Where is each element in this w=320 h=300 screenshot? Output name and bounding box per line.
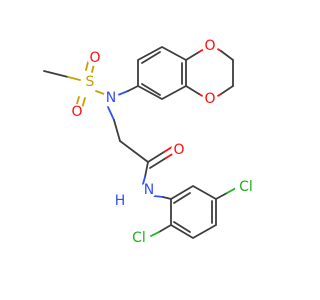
sulfur-label: S [86,74,95,90]
bond-amide-nitrogen-aryl [153,195,164,198]
chlorine-right-label: Cl [239,179,253,195]
amide-hydrogen-label: H [115,193,126,209]
bond-nitrogen-methylene [107,106,115,121]
molecule-structure-diagram: S O O N O O O N H Cl Cl [43,38,257,247]
bond-methyl-sulfur [43,70,69,78]
bond-methylene-carbonyl [119,140,149,163]
bond-chlorine-left [158,224,172,233]
carbonyl-oxygen-label: O [173,142,184,158]
ring-oxygen-top-label: O [204,38,215,54]
bond-carbonyl-amide-nitrogen [144,161,149,178]
bond-carbonyl-double [147,151,165,163]
sulfonyl-oxygen-bottom-label: O [71,104,82,120]
atom-label-layer: S O O N O O O N H Cl Cl [69,38,257,247]
ring-oxygen-bottom-label: O [204,91,215,107]
dichlorophenyl-ring [170,184,217,240]
sulfonamide-nitrogen-label: N [106,90,116,106]
sulfonyl-oxygen-top-label: O [89,50,100,66]
bond-sulfur-nitrogen [95,90,105,95]
bond-layer [43,45,237,240]
benzodioxane-aromatic-ring [137,45,187,101]
chlorine-left-label: Cl [132,230,146,246]
bond-sulfur-oxygen-top [85,61,89,71]
amide-nitrogen-label: N [144,182,154,198]
bond-nitrogen-aryl [117,90,129,96]
bond-chlorine-right [215,192,228,200]
dioxane-ring-bond [185,51,200,61]
